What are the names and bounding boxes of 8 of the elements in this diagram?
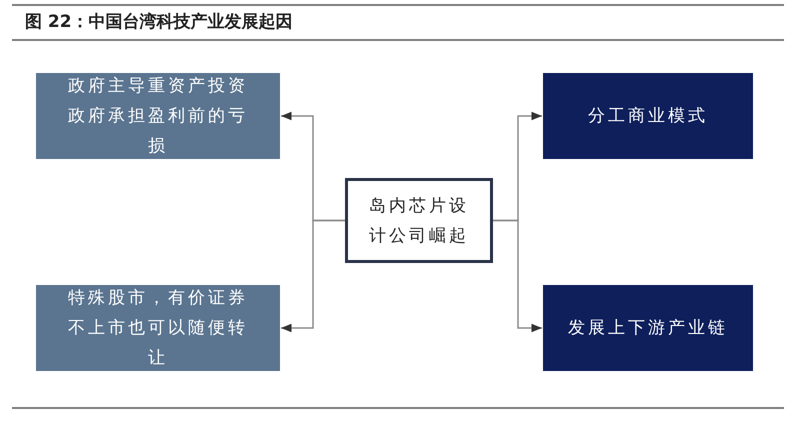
central-box: 岛内芯片设计公司崛起 (345, 178, 493, 263)
connector-arrow (281, 220, 345, 332)
result-box: 发展上下游产业链 (543, 285, 753, 371)
connector-arrow (493, 220, 542, 332)
result-box: 分工商业模式 (543, 73, 753, 159)
cause-box: 特殊股市，有价证券不上市也可以随便转让 (36, 285, 280, 371)
cause-box: 政府主导重资产投资政府承担盈利前的亏损 (36, 73, 280, 159)
figure-title: 图 22：中国台湾科技产业发展起因 (25, 11, 293, 33)
